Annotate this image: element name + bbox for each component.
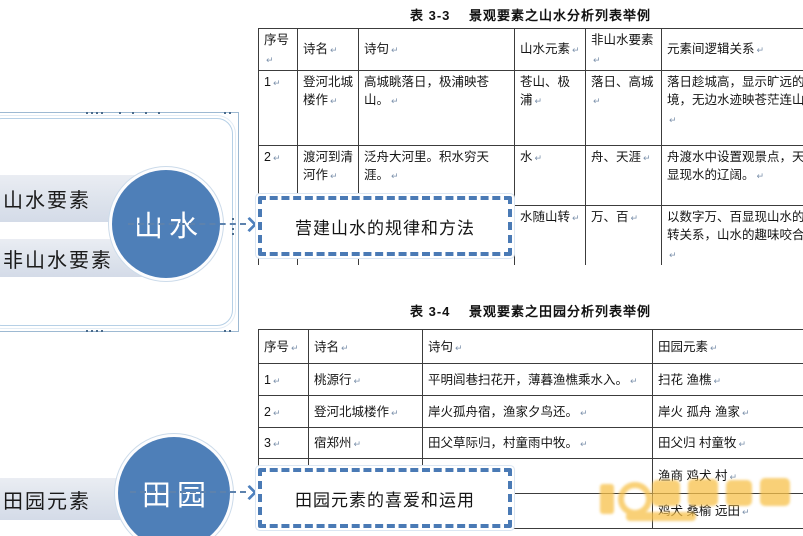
column-header: 田园元素 xyxy=(658,340,718,354)
cell: 高城眺落日，极浦映苍山。 xyxy=(364,75,489,108)
selection-handle[interactable] xyxy=(224,112,231,114)
selection-handle[interactable] xyxy=(119,112,160,114)
callout-text: 田园元素的喜爱和运用 xyxy=(295,490,475,510)
label-bar-text: 非山水要素 xyxy=(3,249,113,272)
cell: 水 xyxy=(520,150,542,164)
cell: 苍山、极浦 xyxy=(520,75,570,108)
cell: 1 xyxy=(264,373,281,387)
column-header: 诗句 xyxy=(428,340,463,354)
label-bar-text: 山水要素 xyxy=(3,190,91,212)
arrow-head-icon xyxy=(241,216,258,233)
dashed-connector xyxy=(128,223,246,225)
cell: 3 xyxy=(264,436,281,450)
selection-handle[interactable] xyxy=(232,218,234,235)
cell: 扫花 渔樵 xyxy=(658,373,721,387)
circle-label: 田园 xyxy=(141,480,212,512)
cell: 1 xyxy=(264,75,281,89)
cell: 平明闾巷扫花开，薄暮渔樵乘水入。 xyxy=(428,373,638,387)
table2-title: 表 3-4 景观要素之田园分析列表举例 xyxy=(409,304,651,319)
table-row: 序号 诗名 诗句 山水元素 非山水要素 元素间逻辑关系 xyxy=(258,28,803,71)
cell: 宿郑州 xyxy=(314,436,361,450)
column-header: 非山水要素 xyxy=(591,33,654,66)
label-bar-text: 田园元素 xyxy=(3,490,91,513)
cell: 岸火孤舟宿，渔家夕鸟还。 xyxy=(428,405,588,419)
cell: 2 xyxy=(264,150,281,164)
selection-handle[interactable] xyxy=(86,330,103,332)
cell: 渡河到清河作 xyxy=(303,150,353,183)
cell: 落日趁城高，显示旷远的意境，无边水迹映苍茫连山。 xyxy=(667,75,803,127)
callout-text: 营建山水的规律和方法 xyxy=(295,218,475,238)
cell: 登河北城楼作 xyxy=(314,405,399,419)
cell: 田父草际归，村童雨中牧。 xyxy=(428,436,588,450)
tianyuan-circle-shape[interactable]: 田园 xyxy=(118,437,230,536)
table1-title: 表 3-3 景观要素之山水分析列表举例 xyxy=(409,8,651,23)
dashed-connector xyxy=(130,491,246,493)
cell: 万、百 xyxy=(591,210,638,224)
cell: 落日、高城 xyxy=(591,75,654,108)
table-row: 序号 诗名 诗句 田园元素 xyxy=(258,329,803,364)
cell: 以数字万、百显现山水的环转关系，山水的趣味咬合。 xyxy=(667,210,803,262)
rounded-rectangle-shape[interactable] xyxy=(0,118,233,326)
selection-handle[interactable] xyxy=(86,112,103,114)
column-header: 序号 xyxy=(264,340,299,354)
table-row: 3 宿郑州 田父草际归，村童雨中牧。 田父归 村童牧 xyxy=(258,427,803,459)
column-header: 诗名 xyxy=(303,42,338,56)
circle-label: 山水 xyxy=(133,211,204,243)
cell: 2 xyxy=(264,405,281,419)
column-header: 诗句 xyxy=(364,42,399,56)
shanshui-callout-box[interactable]: 营建山水的规律和方法 xyxy=(258,196,512,256)
cell: 泛舟大河里。积水穷天涯。 xyxy=(364,150,489,183)
cell: 田父归 村童牧 xyxy=(658,436,746,450)
cell: 舟、天涯 xyxy=(591,150,651,164)
column-header: 序号 xyxy=(264,33,289,66)
cell: 桃源行 xyxy=(314,373,361,387)
column-header: 山水元素 xyxy=(520,42,580,56)
table-3-3: 序号 诗名 诗句 山水元素 非山水要素 元素间逻辑关系 1 登河北城楼作 高城眺… xyxy=(258,28,803,265)
cell: 渔商 鸡犬 村 xyxy=(658,469,737,483)
arrow-head-icon xyxy=(241,484,258,501)
table-row: 2 渡河到清河作 泛舟大河里。积水穷天涯。 水 舟、天涯 舟渡水中设置观景点，天… xyxy=(258,144,803,206)
column-header: 元素间逻辑关系 xyxy=(667,42,764,56)
table-row: 2 登河北城楼作 岸火孤舟宿，渔家夕鸟还。 岸火 孤舟 渔家 xyxy=(258,395,803,428)
cell: 水随山转 xyxy=(520,210,580,224)
cell: 鸡犬 桑榆 远田 xyxy=(658,504,750,518)
column-header: 诗名 xyxy=(314,340,349,354)
cell: 舟渡水中设置观景点，天涯显现水的辽阔。 xyxy=(667,150,803,183)
cell: 登河北城楼作 xyxy=(303,75,353,108)
table-row: 1 桃源行 平明闾巷扫花开，薄暮渔樵乘水入。 扫花 渔樵 xyxy=(258,363,803,396)
cell: 岸火 孤舟 渔家 xyxy=(658,405,750,419)
selection-handle[interactable] xyxy=(224,330,231,332)
table-row: 1 登河北城楼作 高城眺落日，极浦映苍山。 苍山、极浦 落日、高城 落日趁城高，… xyxy=(258,69,803,146)
tianyuan-callout-box[interactable]: 田园元素的喜爱和运用 xyxy=(258,468,512,528)
